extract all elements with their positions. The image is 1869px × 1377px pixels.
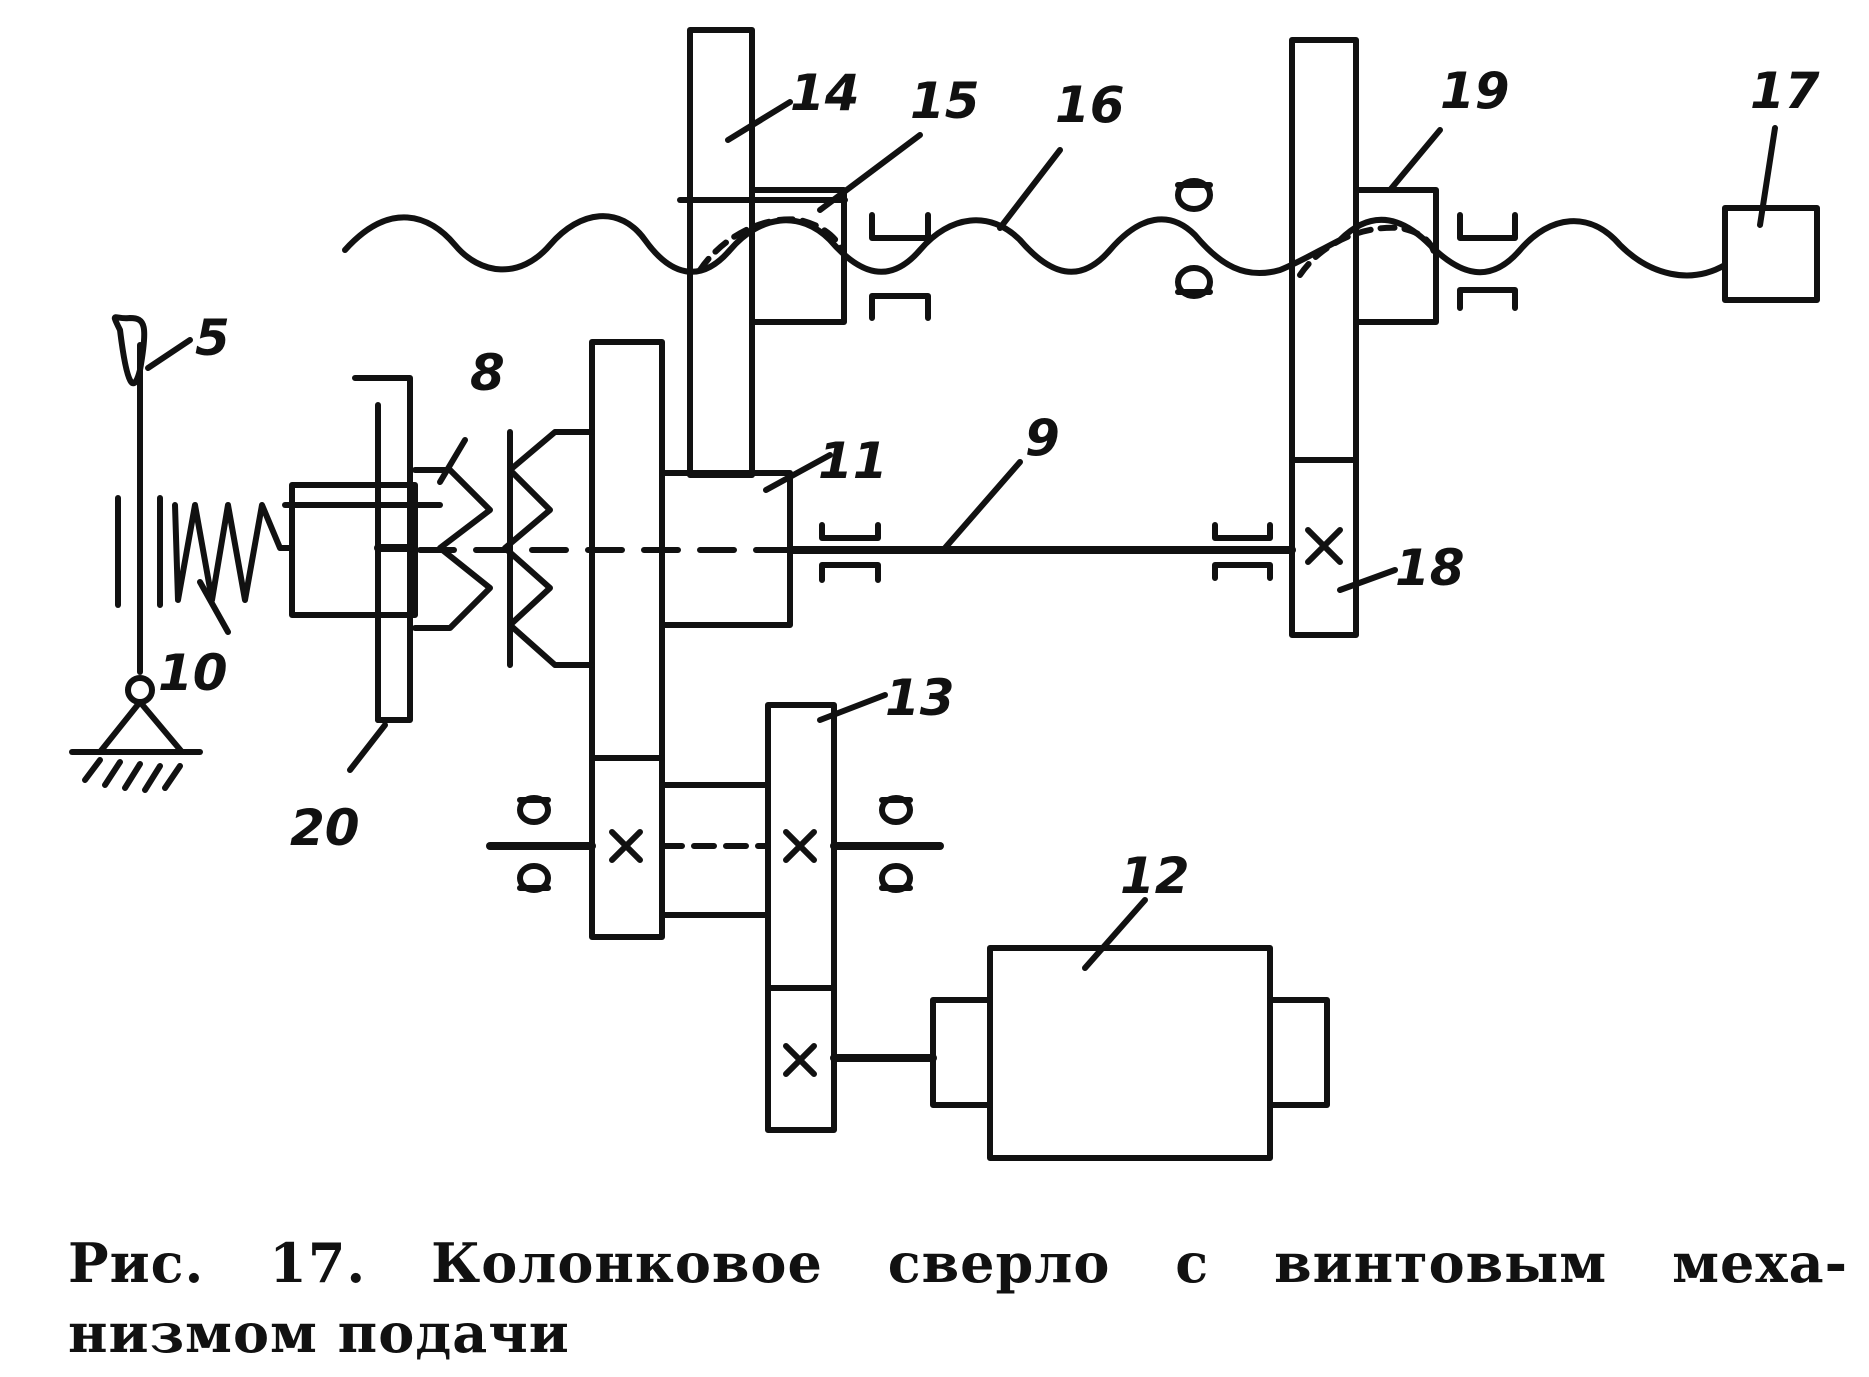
large-gear <box>589 339 665 940</box>
label-17: 17 <box>1750 62 1820 120</box>
label-15: 15 <box>910 72 980 130</box>
gear-19-column <box>1289 37 1359 638</box>
label-5: 5 <box>195 309 230 367</box>
caption-word-6: винтовым <box>1274 1231 1608 1295</box>
nut-19 <box>1353 187 1439 325</box>
motor-end-left <box>930 997 993 1108</box>
handle-5 <box>111 314 148 387</box>
label-8: 8 <box>470 344 505 402</box>
label-20: 20 <box>290 799 360 857</box>
caption-word-2: 17. <box>269 1231 367 1295</box>
label-12: 12 <box>1120 847 1190 905</box>
kinematic-diagram: 14 15 16 19 17 5 8 9 11 18 10 13 20 12 <box>69 27 1820 1161</box>
caption-line-2: низмом подачи <box>68 1301 570 1365</box>
clutch-right-cone <box>502 429 595 668</box>
bearing-bottom-right <box>1175 265 1213 299</box>
gear-13 <box>765 702 837 1133</box>
spring-10 <box>157 495 295 608</box>
gear-14 <box>687 27 755 478</box>
label-16: 16 <box>1055 76 1125 134</box>
caption-word-4: сверло <box>887 1231 1111 1295</box>
feed-screw-16 <box>342 213 1728 279</box>
motor-end-right <box>1267 997 1330 1108</box>
label-13: 13 <box>885 669 955 727</box>
caption-word-3: Колонковое <box>431 1231 823 1295</box>
figure-caption: Рис. 17. Колонковое сверло с винтовым ме… <box>68 1228 1848 1368</box>
caption-word-7: меха- <box>1672 1231 1848 1295</box>
bearing-top-right <box>1175 178 1213 212</box>
pivot-support <box>97 699 185 755</box>
caption-word-1: Рис. <box>68 1231 205 1295</box>
caption-word-5: с <box>1175 1231 1210 1295</box>
pivot <box>125 675 155 705</box>
label-9: 9 <box>1025 409 1060 467</box>
label-11: 11 <box>818 432 888 490</box>
caption-line-1: Рис. 17. Колонковое сверло с винтовым ме… <box>68 1228 1848 1298</box>
motor-12 <box>987 945 1273 1161</box>
label-18: 18 <box>1395 539 1465 597</box>
label-10: 10 <box>158 644 228 702</box>
label-19: 19 <box>1440 62 1510 120</box>
nut-15 <box>749 187 847 325</box>
label-14: 14 <box>790 64 860 122</box>
block-17 <box>1722 205 1820 303</box>
hub <box>659 782 771 918</box>
